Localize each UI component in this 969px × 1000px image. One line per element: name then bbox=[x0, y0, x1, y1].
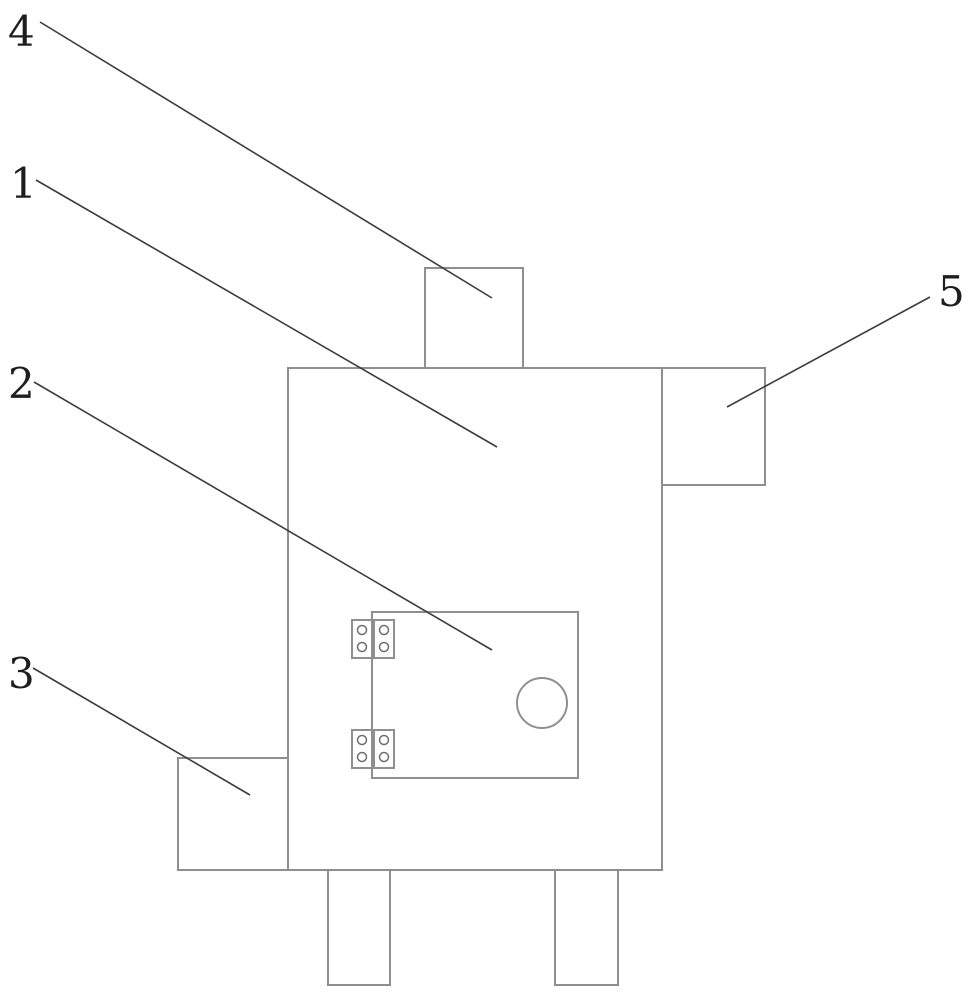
bolt-icon bbox=[378, 751, 390, 763]
ref-label-5: 5 bbox=[938, 267, 965, 316]
bolt-icon bbox=[356, 624, 368, 636]
bolt-icon bbox=[356, 751, 368, 763]
left-lower-block bbox=[177, 757, 289, 871]
door-port-circle bbox=[516, 677, 568, 729]
bolt-icon bbox=[378, 641, 390, 653]
leader-line-1 bbox=[35, 179, 498, 448]
left-leg bbox=[327, 869, 391, 986]
leader-line-2 bbox=[33, 381, 493, 651]
ref-label-4: 4 bbox=[8, 7, 35, 56]
hinge-bottom bbox=[351, 729, 395, 769]
leader-line-5 bbox=[726, 296, 931, 408]
bolt-icon bbox=[356, 734, 368, 746]
ref-label-2: 2 bbox=[8, 359, 35, 408]
leader-line-3 bbox=[32, 667, 251, 796]
right-leg bbox=[554, 869, 619, 986]
ref-label-3: 3 bbox=[8, 649, 35, 698]
bolt-icon bbox=[378, 624, 390, 636]
bolt-icon bbox=[356, 641, 368, 653]
bolt-icon bbox=[378, 734, 390, 746]
ref-label-1: 1 bbox=[10, 159, 37, 208]
right-outlet-block bbox=[661, 367, 766, 486]
leader-line-4 bbox=[39, 21, 493, 299]
top-inlet-block bbox=[424, 267, 524, 370]
hinge-top bbox=[351, 619, 395, 659]
